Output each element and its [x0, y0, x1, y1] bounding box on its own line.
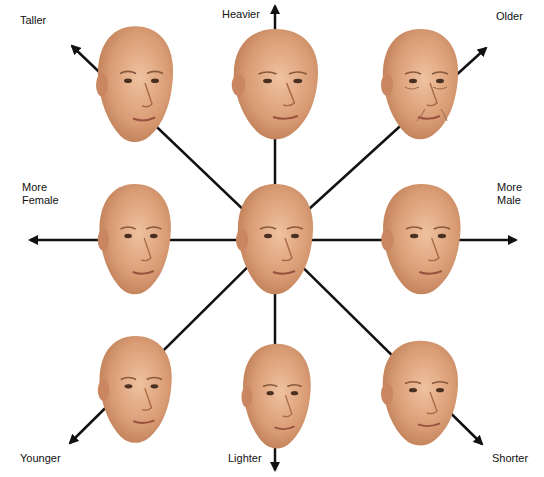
- axis-label: Heavier: [222, 8, 282, 21]
- axis-label-holder: Older: [496, 10, 540, 23]
- axis-label: Older: [496, 10, 540, 23]
- axis-label-holder: Lighter: [228, 452, 272, 465]
- axis-label-holder: Taller: [20, 14, 80, 27]
- axis-label: Taller: [20, 14, 80, 27]
- axis-label: More Female: [22, 181, 66, 207]
- axis-label-holder: Younger: [20, 452, 80, 465]
- axis-label-holder: Shorter: [492, 452, 540, 465]
- axis-label: Younger: [20, 452, 80, 465]
- axis-label: Lighter: [228, 452, 272, 465]
- axis-label: Shorter: [492, 452, 540, 465]
- axis-label-holder: Heavier: [222, 8, 282, 21]
- axis-label-holder: More Female: [22, 181, 66, 207]
- arrow-lines: [30, 6, 516, 470]
- face-renders: [96, 26, 461, 448]
- axis-label-holder: More Male: [497, 181, 537, 207]
- axis-label: More Male: [497, 181, 537, 207]
